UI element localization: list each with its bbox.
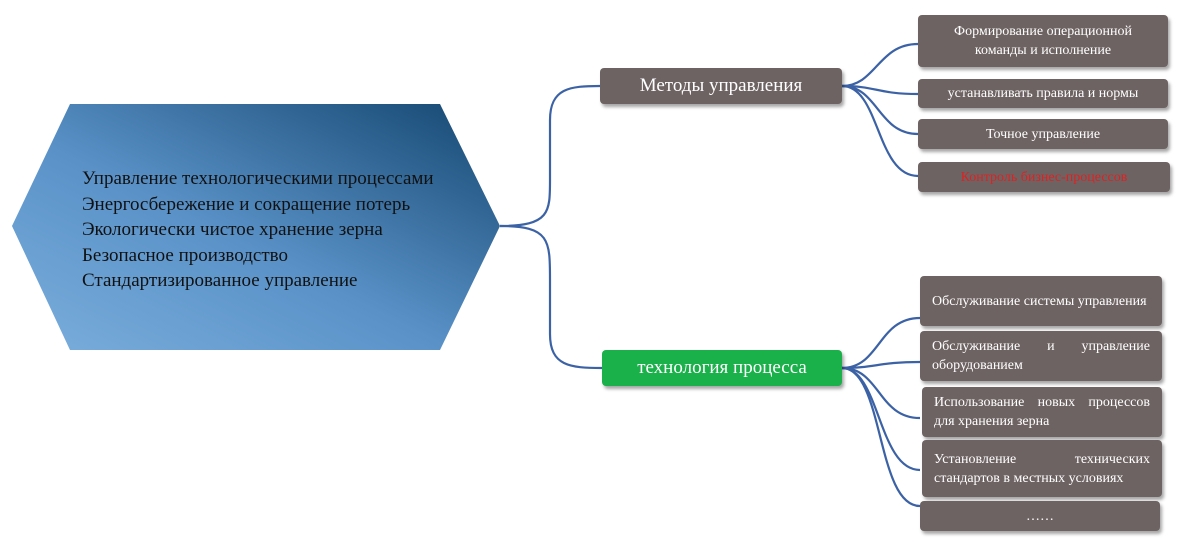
methods-child-1-label: Формирование операционной команды и испо… (954, 24, 1132, 58)
technology-child-4-label: Установление технических стандартов в ме… (934, 451, 1150, 486)
methods-child-4-label: Контроль бизнес-процессов (960, 169, 1128, 185)
methods-child-2-label: устанавливать правила и нормы (947, 86, 1139, 101)
branch-technology-node: технология процесса (602, 350, 842, 386)
central-hexagon (12, 104, 500, 350)
hexagon-line: Энергосбережение и сокращение потерь (82, 193, 411, 215)
connector-technology-child-4 (841, 366, 921, 472)
technology-child-1-label: Обслуживание системы управления (932, 293, 1147, 309)
technology-child-5: …… (920, 501, 1160, 531)
methods-child-4: Контроль бизнес-процессов (918, 162, 1170, 192)
connector-technology-child-3 (841, 366, 921, 420)
methods-child-3: Точное управление (918, 119, 1168, 149)
hexagon-line: Стандартизированное управление (82, 270, 358, 291)
methods-child-1: Формирование операционной команды и испо… (918, 15, 1168, 67)
technology-child-2-label: Обслуживание и управление оборудованием (932, 339, 1150, 373)
methods-child-2: устанавливать правила и нормы (918, 79, 1168, 108)
methods-child-3-label: Точное управление (985, 126, 1101, 142)
branch-methods-label: Методы управления (639, 75, 803, 96)
connector-technology-child-2 (841, 360, 921, 370)
connector-hex-to-methods (499, 84, 601, 228)
connector-methods-child-1 (841, 42, 919, 88)
technology-child-3: Использование новых процессов для хранен… (922, 387, 1162, 437)
connector-hex-to-technology (499, 224, 603, 370)
technology-child-4: Установление технических стандартов в ме… (922, 440, 1162, 497)
hexagon-line: Безопасное производство (82, 244, 288, 266)
technology-child-1: Обслуживание системы управления (920, 276, 1162, 326)
connector-technology-child-5 (841, 366, 921, 508)
connector-technology-child-1 (841, 316, 921, 370)
technology-child-3-label: Использование новых процессов для хранен… (934, 395, 1150, 429)
central-hexagon-text: Управление технологическими процессами Э… (82, 166, 502, 294)
technology-child-2: Обслуживание и управление оборудованием (920, 331, 1162, 381)
hexagon-line: Экологически чистое хранение зерна (82, 219, 383, 240)
branch-methods-node: Методы управления (600, 68, 842, 104)
hexagon-line: Управление технологическими процессами (82, 168, 434, 189)
technology-child-5-label: …… (1026, 508, 1054, 524)
branch-technology-label: технология процесса (637, 357, 807, 378)
connector-methods-child-4 (841, 84, 919, 178)
